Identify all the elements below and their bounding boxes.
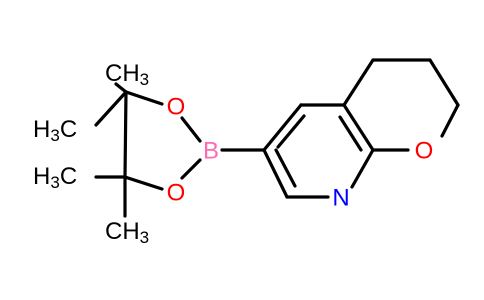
- methyl-left-upper-h: H: [33, 116, 50, 143]
- bond-c4-me1: [114, 82, 128, 94]
- methyl-left-upper: H3C: [33, 116, 77, 145]
- methyl-top-text: CH: [105, 60, 140, 87]
- methyl-top-subscript: 3: [140, 70, 149, 89]
- oxygen-atom-pyran: O: [415, 138, 434, 165]
- methyl-left-lower: H3C: [33, 163, 77, 192]
- methyl-bottom-subscript: 3: [140, 228, 149, 247]
- bonds: [94, 58, 460, 218]
- bond-c2-o: [440, 103, 460, 138]
- methyl-left-lower-h: H: [33, 163, 50, 190]
- methyl-top: CH3: [105, 60, 149, 89]
- boron-atom: B: [203, 138, 219, 165]
- bond-c4-me2: [94, 90, 128, 127]
- nitrogen-atom: N: [332, 185, 349, 212]
- bond-c7-c6: [262, 148, 289, 199]
- methyl-left-lower-c: C: [60, 163, 77, 190]
- bond-c4a-c8a-inner: [338, 115, 363, 152]
- bond-c3-c2: [428, 58, 460, 107]
- bond-b-o1: [180, 116, 202, 143]
- bond-c5-o2: [123, 175, 164, 191]
- methyl-left-lower-subscript: 3: [50, 173, 59, 192]
- methyl-bottom: CH3: [105, 218, 149, 247]
- bond-c8a-n: [350, 148, 375, 189]
- oxygen-atom-bottom: O: [167, 180, 186, 207]
- oxygen-atom-top: O: [167, 94, 186, 121]
- atom-labels: B O O O N CH3 H3C H3C CH3: [33, 60, 433, 247]
- bond-c4-c5: [123, 90, 128, 179]
- bond-c4a-c4: [342, 58, 375, 107]
- bond-o2-b: [180, 158, 202, 180]
- bond-c7-c6-inner: [274, 148, 297, 188]
- methyl-left-upper-subscript: 3: [50, 126, 59, 145]
- bond-c4a-c8a: [342, 103, 375, 152]
- bond-o1-c4: [124, 90, 164, 106]
- bond-c6-c5a: [262, 103, 303, 152]
- bond-c6-c5a-inner: [276, 114, 306, 149]
- methyl-left-upper-c: C: [60, 116, 77, 143]
- methyl-bottom-text: CH: [105, 218, 140, 245]
